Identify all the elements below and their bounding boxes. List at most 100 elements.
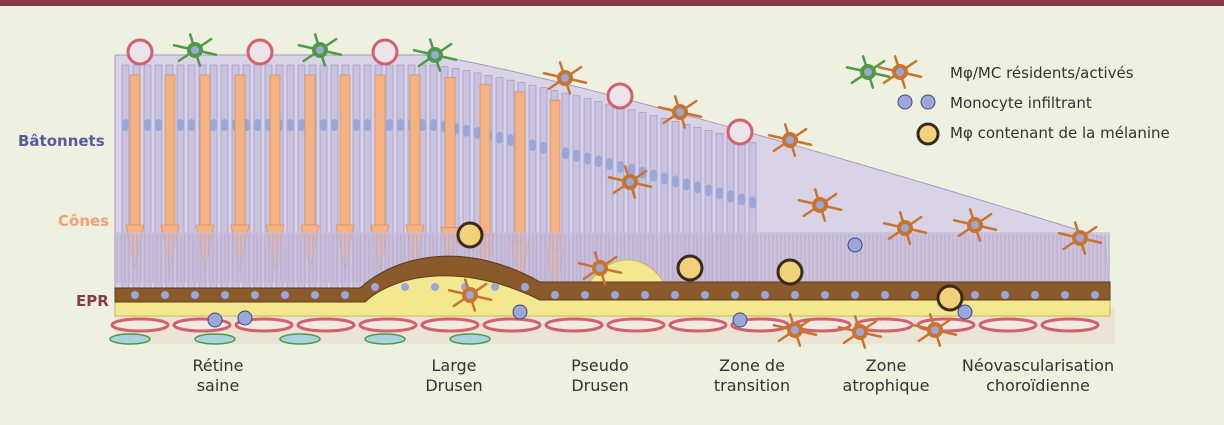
rpe-nucleus	[581, 291, 589, 299]
rpe-nucleus	[551, 291, 559, 299]
vessel-icon	[126, 38, 154, 66]
rod-nucleus	[462, 124, 471, 137]
monocyte-icon	[920, 94, 936, 110]
rod-nucleus	[682, 178, 691, 191]
rod-nucleus	[143, 119, 152, 131]
zone-healthy-line2: saine	[196, 376, 240, 395]
zone-label-transition: Zone de transition	[714, 356, 790, 396]
rpe-nucleus	[1031, 291, 1039, 299]
rpe-nucleus	[911, 291, 919, 299]
vessel-icon	[482, 317, 542, 333]
rpe-label: EPR	[76, 292, 109, 310]
vessel-icon	[110, 317, 170, 333]
rod-nucleus	[583, 152, 592, 165]
rod-nucleus	[429, 119, 438, 131]
monocyte-icon	[897, 94, 913, 110]
rod-nucleus	[473, 126, 482, 139]
rod-nucleus	[253, 119, 262, 131]
activated-macrophage-icon	[797, 188, 843, 222]
cone-cell	[409, 74, 421, 226]
zone-neovascularisation-line2: choroïdienne	[986, 376, 1090, 395]
vessel-icon	[726, 118, 754, 146]
rpe-nucleus	[401, 283, 409, 291]
retina-layers	[109, 33, 1115, 349]
zone-label-large-drusen: Large Drusen	[425, 356, 482, 396]
rpe-nucleus	[491, 283, 499, 291]
vessel-icon	[978, 317, 1038, 333]
zone-large-drusen-line2: Drusen	[425, 376, 483, 395]
activated-macrophage-icon	[772, 313, 818, 347]
rpe-nucleus	[641, 291, 649, 299]
legend-resident-text: Mφ/MC résidents/activés	[950, 64, 1134, 82]
rpe-nucleus	[851, 291, 859, 299]
microglia-icon	[845, 55, 891, 89]
activated-macrophage-icon	[912, 313, 958, 347]
melanin-macrophage-icon	[456, 221, 484, 249]
rpe-nucleus	[761, 291, 769, 299]
microglia-icon	[412, 38, 458, 72]
rpe-nucleus	[1001, 291, 1009, 299]
rpe-nucleus	[701, 291, 709, 299]
rpe-nucleus	[1091, 291, 1099, 299]
zone-healthy-line1: Rétine	[192, 356, 244, 375]
rpe-nucleus	[881, 291, 889, 299]
rod-nucleus	[330, 119, 339, 131]
rod-nucleus	[561, 147, 570, 160]
rpe-nucleus	[1061, 291, 1069, 299]
rod-nucleus	[220, 119, 229, 131]
activated-macrophage-icon	[877, 55, 923, 89]
vessel-icon	[194, 333, 236, 345]
activated-macrophage-icon	[447, 278, 493, 312]
rpe-nucleus	[431, 283, 439, 291]
rod-nucleus	[506, 134, 515, 147]
zone-label-atrophic: Zone atrophique	[843, 356, 930, 396]
legend-melanin-text: Mφ contenant de la mélanine	[950, 124, 1170, 142]
rpe-nucleus	[821, 291, 829, 299]
rod-nucleus	[726, 190, 735, 203]
rod-nucleus	[385, 119, 394, 131]
rpe-nucleus	[731, 291, 739, 299]
vessel-icon	[668, 317, 728, 333]
cone-cell	[444, 77, 456, 228]
monocyte-icon	[512, 304, 528, 320]
rod-nucleus	[528, 139, 537, 152]
rod-nucleus	[715, 187, 724, 200]
rpe-nucleus	[251, 291, 259, 299]
rod-nucleus	[649, 169, 658, 182]
cone-cell	[199, 74, 211, 226]
rod-nucleus	[605, 158, 614, 171]
vessel-icon	[544, 317, 604, 333]
rpe-nucleus	[971, 291, 979, 299]
rpe-nucleus	[341, 291, 349, 299]
rod-nucleus	[319, 119, 328, 131]
activated-macrophage-icon	[542, 61, 588, 95]
melanin-macrophage-icon	[936, 284, 964, 312]
monocyte-icon	[957, 304, 973, 320]
cones-label: Cônes	[58, 212, 110, 230]
zone-large-drusen-line1: Large	[431, 356, 477, 375]
rod-nucleus	[396, 119, 405, 131]
cone-cell	[374, 74, 386, 226]
activated-macrophage-icon	[657, 95, 703, 129]
rod-nucleus	[627, 163, 636, 176]
zone-label-healthy: Rétine saine	[193, 356, 244, 396]
rpe-nucleus	[281, 291, 289, 299]
rod-nucleus	[297, 119, 306, 131]
zone-label-pseudo-drusen: Pseudo Drusen	[571, 356, 629, 396]
vessel-icon	[606, 82, 634, 110]
monocyte-icon	[237, 310, 253, 326]
rod-nucleus	[737, 193, 746, 206]
rod-nucleus	[693, 181, 702, 194]
activated-macrophage-icon	[952, 208, 998, 242]
rod-nucleus	[616, 160, 625, 173]
zone-atrophic-line1: Zone	[865, 356, 907, 375]
vessel-icon	[1040, 317, 1100, 333]
legend-monocyte-text: Monocyte infiltrant	[950, 94, 1092, 112]
zone-transition-line1: Zone de	[719, 356, 785, 375]
melanin-macrophage-icon	[916, 122, 940, 146]
rod-nucleus	[363, 119, 372, 131]
vessel-icon	[420, 317, 480, 333]
rpe-nucleus	[221, 291, 229, 299]
rod-nucleus	[176, 119, 185, 131]
